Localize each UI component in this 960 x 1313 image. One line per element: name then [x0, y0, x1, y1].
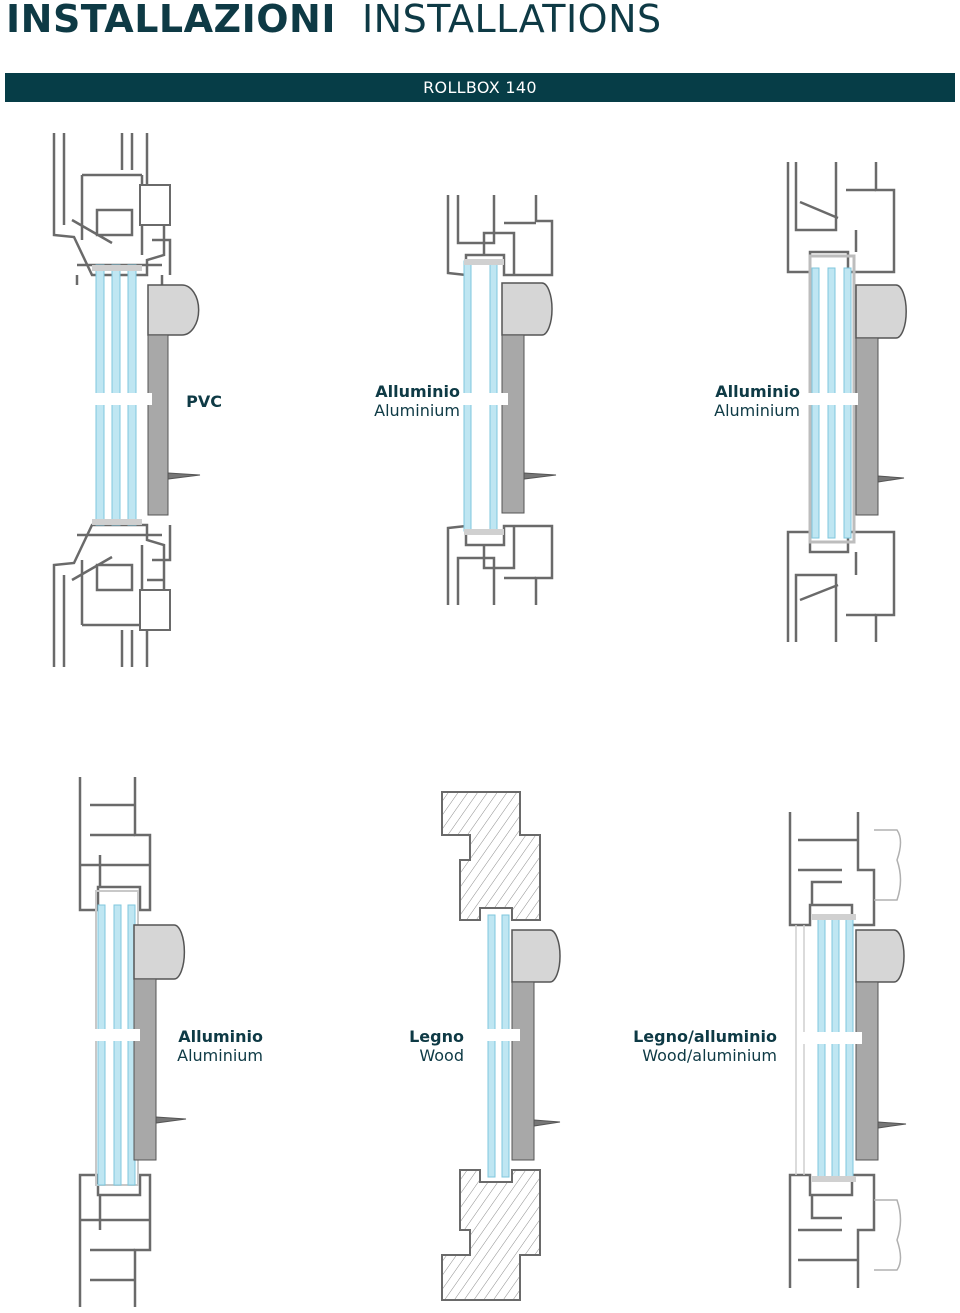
drawing-aluminium-2 [776, 160, 908, 645]
drawing-aluminium-3 [70, 775, 200, 1310]
label-line1: Legno/alluminio [633, 1027, 777, 1046]
label-aluminium-2: Alluminio Aluminium [670, 382, 800, 420]
label-line2: Wood/aluminium [642, 1046, 777, 1065]
label-line1: PVC [186, 392, 222, 411]
label-line1: Alluminio [178, 1027, 263, 1046]
label-line2: Aluminium [714, 401, 800, 420]
label-line2: Aluminium [177, 1046, 263, 1065]
label-line2: Wood [419, 1046, 464, 1065]
label-line1: Alluminio [375, 382, 460, 401]
page-title: INSTALLAZIONI INSTALLATIONS [6, 0, 662, 42]
label-wood: Legno Wood [364, 1027, 464, 1065]
title-italian: INSTALLAZIONI [6, 0, 336, 41]
label-aluminium-1: Alluminio Aluminium [330, 382, 460, 420]
label-wood-aluminium: Legno/alluminio Wood/aluminium [620, 1027, 777, 1065]
drawing-wood-aluminium [782, 810, 910, 1290]
drawing-wood [440, 790, 570, 1302]
drawing-aluminium-1 [444, 193, 564, 608]
label-line2: Aluminium [374, 401, 460, 420]
label-aluminium-3: Alluminio Aluminium [133, 1027, 263, 1065]
label-line1: Legno [409, 1027, 464, 1046]
product-banner: ROLLBOX 140 [5, 73, 955, 102]
drawing-pvc [52, 125, 212, 675]
label-line1: Alluminio [715, 382, 800, 401]
label-pvc: PVC [150, 392, 222, 411]
title-english: INSTALLATIONS [361, 0, 662, 41]
